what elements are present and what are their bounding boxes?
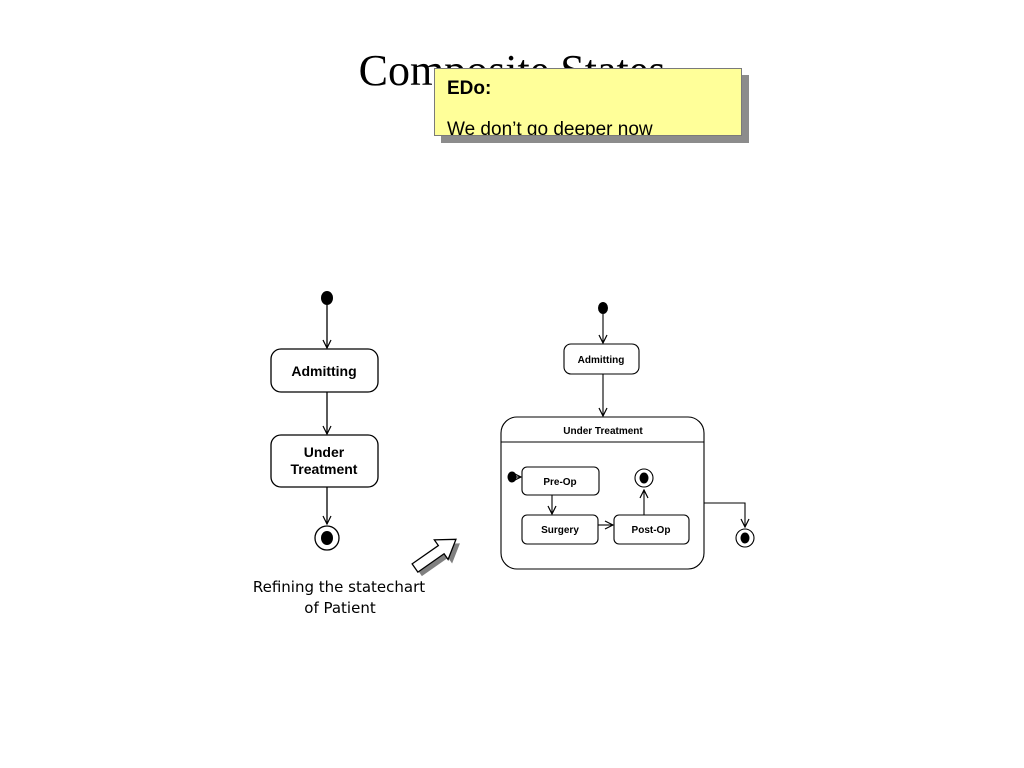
substate-surgery <box>521 514 599 545</box>
composite-final-state-dot <box>639 472 649 484</box>
comment-note: EDo: We don’t go deeper now <box>434 68 742 136</box>
left-initial-state <box>321 291 333 305</box>
right-statechart: Admitting Under Treatment Pre-Op Surgery… <box>500 302 755 570</box>
left-state-treatment-label: Treatment <box>291 461 358 477</box>
substate-surgery-label: Surgery <box>541 525 579 536</box>
comment-note-body: We don’t go deeper now <box>447 119 653 136</box>
transition-composite-final <box>704 502 745 527</box>
left-state-admitting-label: Admitting <box>291 363 356 379</box>
left-caption-line2: of Patient <box>304 599 376 617</box>
right-final-state-dot <box>740 532 750 544</box>
substate-post-op-label: Post-Op <box>632 525 671 536</box>
left-state-admitting <box>270 348 379 393</box>
substate-pre-op-label: Pre-Op <box>543 477 576 488</box>
composite-state-title: Under Treatment <box>563 426 643 437</box>
left-final-state-dot <box>321 531 333 545</box>
composite-initial-state <box>507 471 517 483</box>
substate-post-op <box>613 514 690 545</box>
refinement-arrow-icon <box>411 538 460 577</box>
left-state-under-label: Under <box>304 444 345 460</box>
comment-note-header: EDo: <box>447 78 492 99</box>
right-initial-state <box>598 302 608 314</box>
substate-pre-op <box>521 466 600 496</box>
left-state-under-treatment <box>270 434 379 488</box>
right-state-admitting-label: Admitting <box>578 355 625 366</box>
right-state-admitting <box>563 343 640 375</box>
left-statechart: Admitting Under Treatment Refining the s… <box>253 291 425 617</box>
left-caption-line1: Refining the statechart <box>253 578 425 596</box>
